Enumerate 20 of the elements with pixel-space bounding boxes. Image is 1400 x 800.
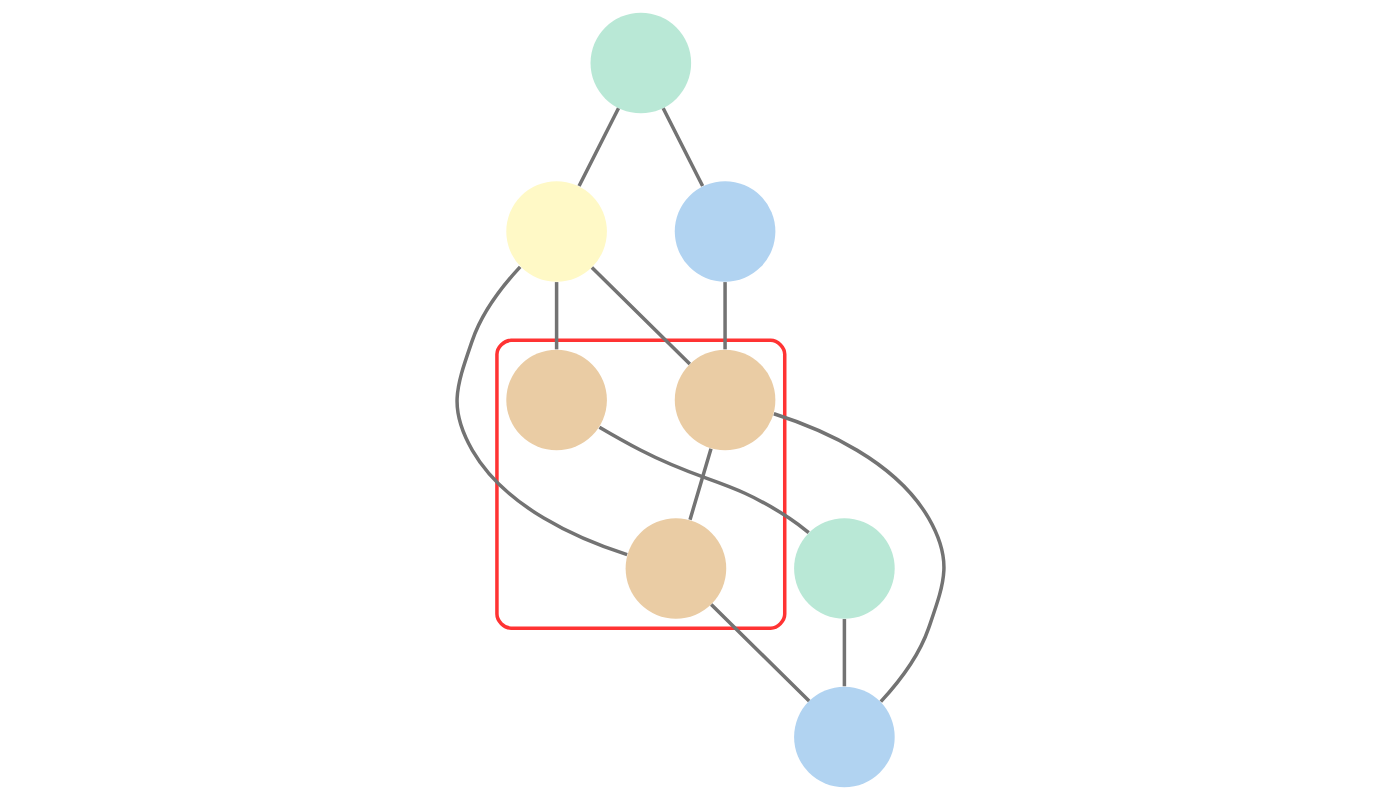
node-circle [793, 686, 895, 788]
connector [590, 266, 691, 366]
node-circle [505, 349, 607, 451]
connector [687, 448, 713, 521]
connector [842, 619, 846, 687]
node-circle [793, 518, 895, 619]
connector [709, 603, 810, 703]
node-circle [625, 518, 726, 619]
cluster [494, 338, 786, 630]
connector [454, 265, 628, 557]
connector [554, 282, 558, 350]
node-circle [590, 12, 691, 114]
node-circle [505, 181, 607, 282]
connector [722, 282, 727, 350]
connector [772, 412, 946, 703]
connector [577, 107, 620, 187]
node-circle [674, 181, 775, 282]
node-circle [674, 349, 775, 451]
connector [661, 107, 704, 187]
connector [598, 425, 810, 534]
